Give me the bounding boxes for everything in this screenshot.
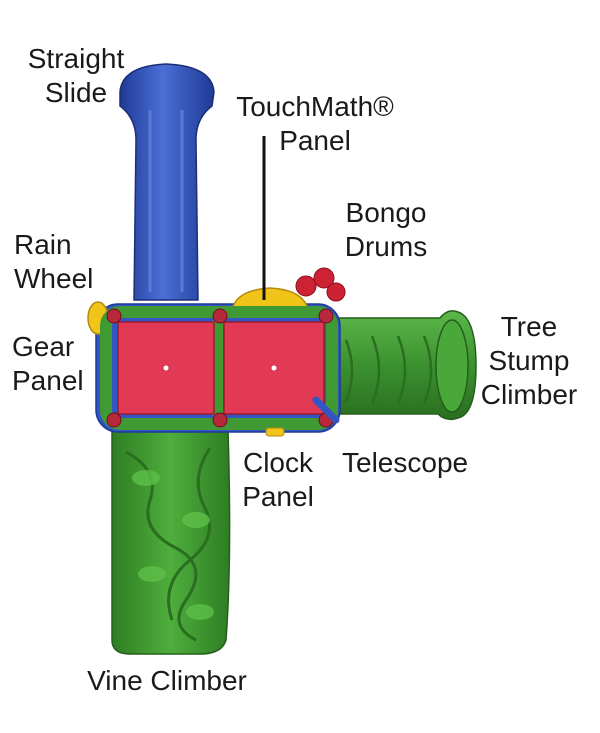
straight-slide [119, 63, 215, 301]
label-straight-slide: Straight Slide [27, 43, 125, 108]
label-touchmath-panel: TouchMath® Panel [236, 91, 394, 156]
bongo-drums [295, 267, 346, 302]
clock-panel [265, 427, 285, 437]
telescope [312, 396, 340, 424]
label-gear-panel: Gear Panel [12, 331, 84, 396]
post-caps [106, 308, 334, 428]
label-bongo-drums: Bongo Drums [344, 197, 428, 262]
vine-climber [111, 429, 231, 655]
label-telescope: Telescope [342, 447, 469, 478]
tree-stump-climber [329, 310, 477, 421]
label-rain-wheel: Rain Wheel [14, 229, 94, 294]
label-tree-stump-climber: Tree Stump Climber [480, 311, 578, 410]
label-clock-panel: Clock Panel [242, 447, 314, 512]
label-vine-climber: Vine Climber [87, 665, 247, 696]
deck-panels [117, 321, 325, 415]
touchmath-panel [231, 287, 309, 311]
